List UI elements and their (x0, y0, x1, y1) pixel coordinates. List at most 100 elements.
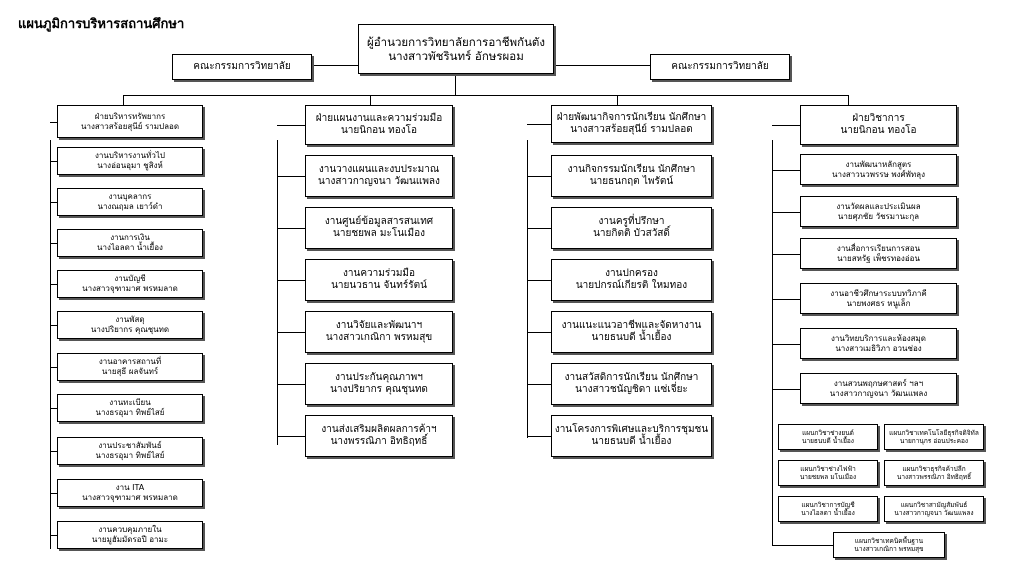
box-line-2: นางสาวกาญจนา วัฒนแพลง (829, 388, 928, 398)
box-line-2: นางสาวจุฑามาศ พรหมลาด (82, 493, 178, 502)
unit-box: งานแนะแนวอาชีพและจัดหางานนายธนบดี น้ำเยื… (551, 311, 712, 353)
box-line-1: งานบริหารงานทั่วไป (94, 151, 166, 160)
director-box: ผู้อำนวยการวิทยาลัยการอาชีพกันตัง นางสาว… (358, 24, 554, 74)
unit-connector (277, 332, 305, 333)
box-line-2: นางสาวกาญจนา วัฒนแพลง (318, 176, 440, 187)
unit-box: งานอาคารสถานที่นายสุธี ผลจันทร์ (57, 353, 203, 381)
col2-spine-line (277, 140, 278, 445)
box-line-1: แผนกวิชาช่างไฟฟ้า (800, 464, 856, 473)
unit-connector (50, 408, 57, 409)
box-line-1: งานความร่วมมือ (342, 267, 416, 279)
box-line-1: งานสวนพฤกษศาสตร์ ฯลฯ (833, 378, 924, 388)
box-line-2: นายสุธี ผลจันทร์ (101, 367, 159, 376)
box-line-2: นางสาวพรรณิภา อิทธิฤทธิ์ (896, 473, 972, 481)
box-line-2: นางธรอุมา ทิพย์ไสย์ (95, 408, 165, 417)
department-box: แผนกวิชาสามัญสัมพันธ์นางสาวกาญจนา วัฒนแพ… (884, 496, 984, 522)
unit-box: งานวัดผลและประเมินผลนายศุภชัย วัชรมานะกุ… (800, 196, 957, 227)
col3-spine-line (527, 140, 528, 438)
division-head-connector (277, 125, 305, 126)
box-line-1: แผนกวิชาธุรกิจค้าปลีก (902, 464, 966, 473)
division-head-connector (50, 121, 57, 123)
box-line-1: งานวิจัยและพัฒนาฯ (335, 319, 423, 331)
box-line-2: นางปริยากร คุณชุนทด (90, 325, 170, 334)
unit-connector (527, 384, 551, 385)
unit-box: งานอาชีวศึกษาระบบทวิภาคีนายพงศธร หนูเล็ก (800, 283, 957, 314)
division-head-3: ฝ่ายพัฒนากิจการนักเรียน นักศึกษานางสาวสร… (551, 105, 712, 143)
unit-box: งานบุคลากรนางณฤมล เยาว์ดำ (57, 188, 203, 216)
unit-box: งานประกันคุณภาพฯนางปริยากร คุณชุนทด (305, 363, 453, 405)
col4-spine-line (772, 140, 773, 545)
department-box: แผนกวิชาช่างยนต์นายธนบดี น้ำเยื้อง (778, 424, 878, 450)
box-line-2: นางสาวชนัญชิดา แซ่เจี่ยะ (575, 384, 688, 395)
unit-box: งานวางแผนและงบประมาณนางสาวกาญจนา วัฒนแพล… (305, 155, 453, 197)
unit-connector (772, 388, 800, 390)
box-line-1: งานประกันคุณภาพฯ (335, 371, 423, 383)
box-line-1: งานวิทยบริการและห้องสมุด (830, 333, 927, 343)
unit-connector (277, 436, 305, 437)
box-line-1: แผนกวิชาเทคนิคพื้นฐาน (854, 536, 924, 545)
unit-connector (527, 228, 551, 229)
unit-connector (277, 384, 305, 385)
unit-box: งานศูนย์ข้อมูลสารสนเทศนายชยพล มะโนเมือง (305, 207, 453, 249)
col2-drop-line (370, 95, 371, 105)
department-box: แผนกวิชาธุรกิจค้าปลีกนางสาวพรรณิภา อิทธิ… (884, 460, 984, 486)
unit-box: งานสื่อการเรียนการสอนนายสหรัฐ เพ็ชรทองอ่… (800, 238, 957, 269)
box-line-2: นายพงศธร หนูเล็ก (846, 298, 911, 308)
unit-box: งานประชาสัมพันธ์นางธรอุมา ทิพย์ไสย์ (57, 437, 203, 465)
box-line-1: งานศูนย์ข้อมูลสารสนเทศ (324, 215, 434, 227)
box-line-1: ฝ่ายบริหารทรัพยากร (94, 111, 166, 121)
unit-connector (772, 253, 800, 255)
committee-left-box: คณะกรรมการวิทยาลัย (172, 54, 312, 80)
unit-box: งานวิทยบริการและห้องสมุดนางสาวเมธิวิภา อ… (800, 328, 957, 359)
division-head-2: ฝ่ายแผนงานและความร่วมมือนายนิกอน ทองโอ (305, 105, 453, 145)
box-line-1: งานสื่อการเรียนการสอน (836, 243, 921, 253)
box-line-2: นายธนบดี น้ำเยื้อง (802, 437, 854, 445)
unit-connector (772, 298, 800, 300)
box-line-2: นางอ่อนอุมา ชูสิงห์ (97, 161, 163, 170)
unit-connector (50, 243, 57, 244)
unit-connector (772, 169, 800, 171)
unit-connector (527, 176, 551, 177)
unit-connector (50, 451, 57, 452)
unit-connector (50, 161, 57, 162)
unit-box: งานส่งเสริมผลิตผลการค้าฯนางพรรณิภา อิทธิ… (305, 415, 453, 457)
box-line-2: นางไอลดา น้ำเยื้อง (97, 243, 163, 252)
division-head-1: ฝ่ายบริหารทรัพยากรนางสาวสร้อยสุนีย์ รามป… (57, 105, 203, 138)
box-line-2: นางปริยากร คุณชุนทด (330, 384, 428, 395)
box-line-1: แผนกวิชาสามัญสัมพันธ์ (900, 500, 968, 509)
box-line-2: นางสาวสร้อยสุนีย์ รามปลอด (570, 124, 693, 135)
box-line-1: ฝ่ายวิชาการ (852, 112, 905, 124)
box-line-1: งานสวัสดิการนักเรียน นักศึกษา (564, 371, 699, 383)
box-line-1: งานวางแผนและงบประมาณ (318, 163, 440, 175)
unit-box: งานทะเบียนนางธรอุมา ทิพย์ไสย์ (57, 394, 203, 422)
box-line-1: งานบัญชี (114, 274, 146, 283)
box-line-2: นายสหรัฐ เพ็ชรทองอ่อน (837, 253, 920, 263)
unit-connector (277, 176, 305, 177)
unit-box: งานความร่วมมือนายนวธาน จันทร์รัตน์ (305, 259, 453, 301)
box-line-2: นายมูฮัมมัดรอปี อามะ (91, 535, 169, 544)
unit-connector (50, 325, 57, 326)
box-line-1: ฝ่ายพัฒนากิจการนักเรียน นักศึกษา (556, 111, 707, 123)
box-line-1: งาน ITA (115, 483, 145, 492)
committee-left-label: คณะกรรมการวิทยาลัย (193, 60, 291, 72)
box-line-2: นายศุภชัย วัชรมานะกุล (837, 211, 920, 221)
department-connector (772, 545, 833, 546)
unit-box: งานครูที่ปรึกษานายกิตติ บัวสวัสดิ์ (551, 207, 712, 249)
unit-box: งานสวนพฤกษศาสตร์ ฯลฯนางสาวกาญจนา วัฒนแพล… (800, 373, 957, 404)
box-line-2: นายกานุกร อ่อนประคอง (899, 437, 969, 445)
box-line-2: นางไอลดา น้ำเยื้อง (801, 509, 855, 517)
box-line-2: นายชยพล มะโนเมือง (333, 228, 425, 239)
unit-connector (50, 284, 57, 285)
division-head-connector (527, 124, 551, 125)
box-line-1: งานแนะแนวอาชีพและจัดหางาน (561, 319, 702, 331)
unit-box: งานการเงินนางไอลดา น้ำเยื้อง (57, 229, 203, 257)
unit-box: งานกิจกรรมนักเรียน นักศึกษานายธนกฤต ไพรั… (551, 155, 712, 197)
box-line-2: นายปกรณ์เกียรติ ใหมทอง (575, 280, 688, 291)
col1-spine-line (50, 140, 51, 549)
unit-box: งานบริหารงานทั่วไปนางอ่อนอุมา ชูสิงห์ (57, 147, 203, 175)
box-line-1: งานโครงการพิเศษและบริการชุมชน (554, 423, 709, 435)
division-bus-line (123, 95, 849, 96)
box-line-2: นางพรรณิภา อิทธิฤทธิ์ (330, 436, 428, 447)
box-line-1: งานบุคลากร (108, 192, 152, 201)
